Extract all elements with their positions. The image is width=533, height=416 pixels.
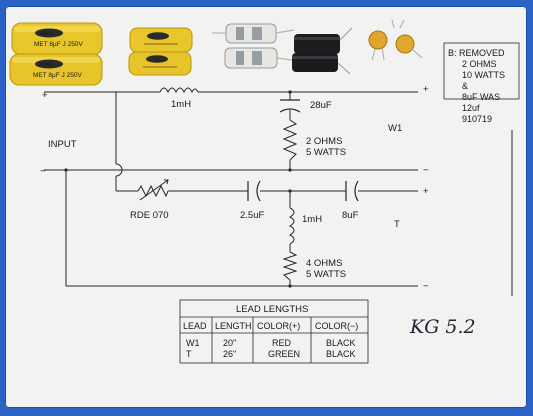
label-w1-plus: + [423, 84, 429, 95]
inductor-mid-symbol [288, 207, 295, 245]
label-cap-mid1: 2.5uF [240, 210, 264, 221]
label-minus-input: − [40, 166, 46, 177]
label-t-minus: − [423, 281, 429, 292]
table-row-1-length: 20" [223, 338, 236, 348]
note-line-7: 910719 [462, 114, 492, 124]
note-line-5: 8uF WAS [462, 92, 500, 102]
label-cap-top: 28uF [310, 100, 332, 111]
label-w1-minus: − [423, 165, 429, 176]
inductor-top-symbol [159, 87, 199, 94]
white-resistor-bottom [224, 47, 293, 69]
label-cap-mid2: 8uF [342, 210, 359, 221]
label-res-top-ohms: 2 OHMS [306, 136, 342, 147]
table-row-1-lead: W1 [186, 338, 200, 348]
table-header-length: LENGTH [215, 321, 252, 331]
yellow-capacitor-large-top: erse MET 8µF J 250V [11, 22, 103, 56]
label-input: INPUT [48, 139, 77, 150]
label-t: T [394, 219, 400, 230]
table-header-lead: LEAD [183, 321, 207, 331]
table-row-1-color-minus: BLACK [326, 338, 356, 348]
capacitor-mid1-symbol [247, 180, 261, 202]
rde-resistor-symbol [137, 179, 169, 201]
yellow-capacitor-large-bottom: erse MET 8µF J 250V [9, 53, 103, 86]
label-inductor-top: 1mH [171, 99, 191, 110]
note-line-4: & [462, 81, 468, 91]
note-line-3: 10 WATTS [462, 70, 505, 80]
black-electrolytic-capacitor-bottom [292, 53, 351, 75]
yellow-capacitor-small-top [129, 27, 193, 53]
resistor-bottom-symbol [282, 251, 298, 281]
label-res-bottom-watts: 5 WATTS [306, 269, 346, 280]
table-row-2-color-minus: BLACK [326, 349, 356, 359]
label-inductor-mid: 1mH [302, 214, 322, 225]
table-row-1-color-plus: RED [272, 338, 292, 348]
capacitor-mid2-symbol [345, 180, 359, 202]
cap-label-bottom: MET 8µF J 250V [33, 72, 82, 79]
handwritten-model: KG 5.2 [409, 316, 476, 338]
label-w1: W1 [388, 123, 402, 134]
table-title: LEAD LENGTHS [236, 304, 308, 315]
label-plus-input: + [42, 90, 48, 101]
note-line-1: B: REMOVED [448, 48, 505, 58]
table-row-2-length: 26" [223, 349, 236, 359]
cap-brand-bottom: erse [40, 62, 52, 68]
schematic-wires [44, 91, 513, 296]
lead-lengths-table [179, 299, 369, 364]
table-row-2-color-plus: GREEN [268, 349, 300, 359]
label-res-bottom-ohms: 4 OHMS [306, 258, 342, 269]
note-line-2: 2 OHMS [462, 59, 497, 69]
orange-disc-component-left [368, 30, 388, 61]
orange-disc-component-right [391, 19, 423, 59]
label-t-plus: + [423, 186, 429, 197]
table-row-2-lead: T [186, 349, 192, 359]
table-header-color-minus: COLOR(−) [315, 321, 358, 331]
yellow-capacitor-small-bottom [128, 51, 192, 76]
cap-label-top: MET 8µF J 250V [34, 41, 83, 48]
label-rde: RDE 070 [130, 210, 169, 221]
label-res-top-watts: 5 WATTS [306, 147, 346, 158]
resistor-top-symbol [282, 119, 298, 161]
black-electrolytic-capacitor-top [294, 27, 353, 54]
capacitor-top-symbol [279, 99, 301, 113]
table-header-color-plus: COLOR(+) [257, 321, 300, 331]
note-line-6: 12uf [462, 103, 480, 113]
white-resistor-top [212, 23, 295, 44]
revision-note: B: REMOVED 2 OHMS 10 WATTS & 8uF WAS 12u… [443, 42, 520, 124]
cap-brand-top: erse [40, 31, 52, 37]
